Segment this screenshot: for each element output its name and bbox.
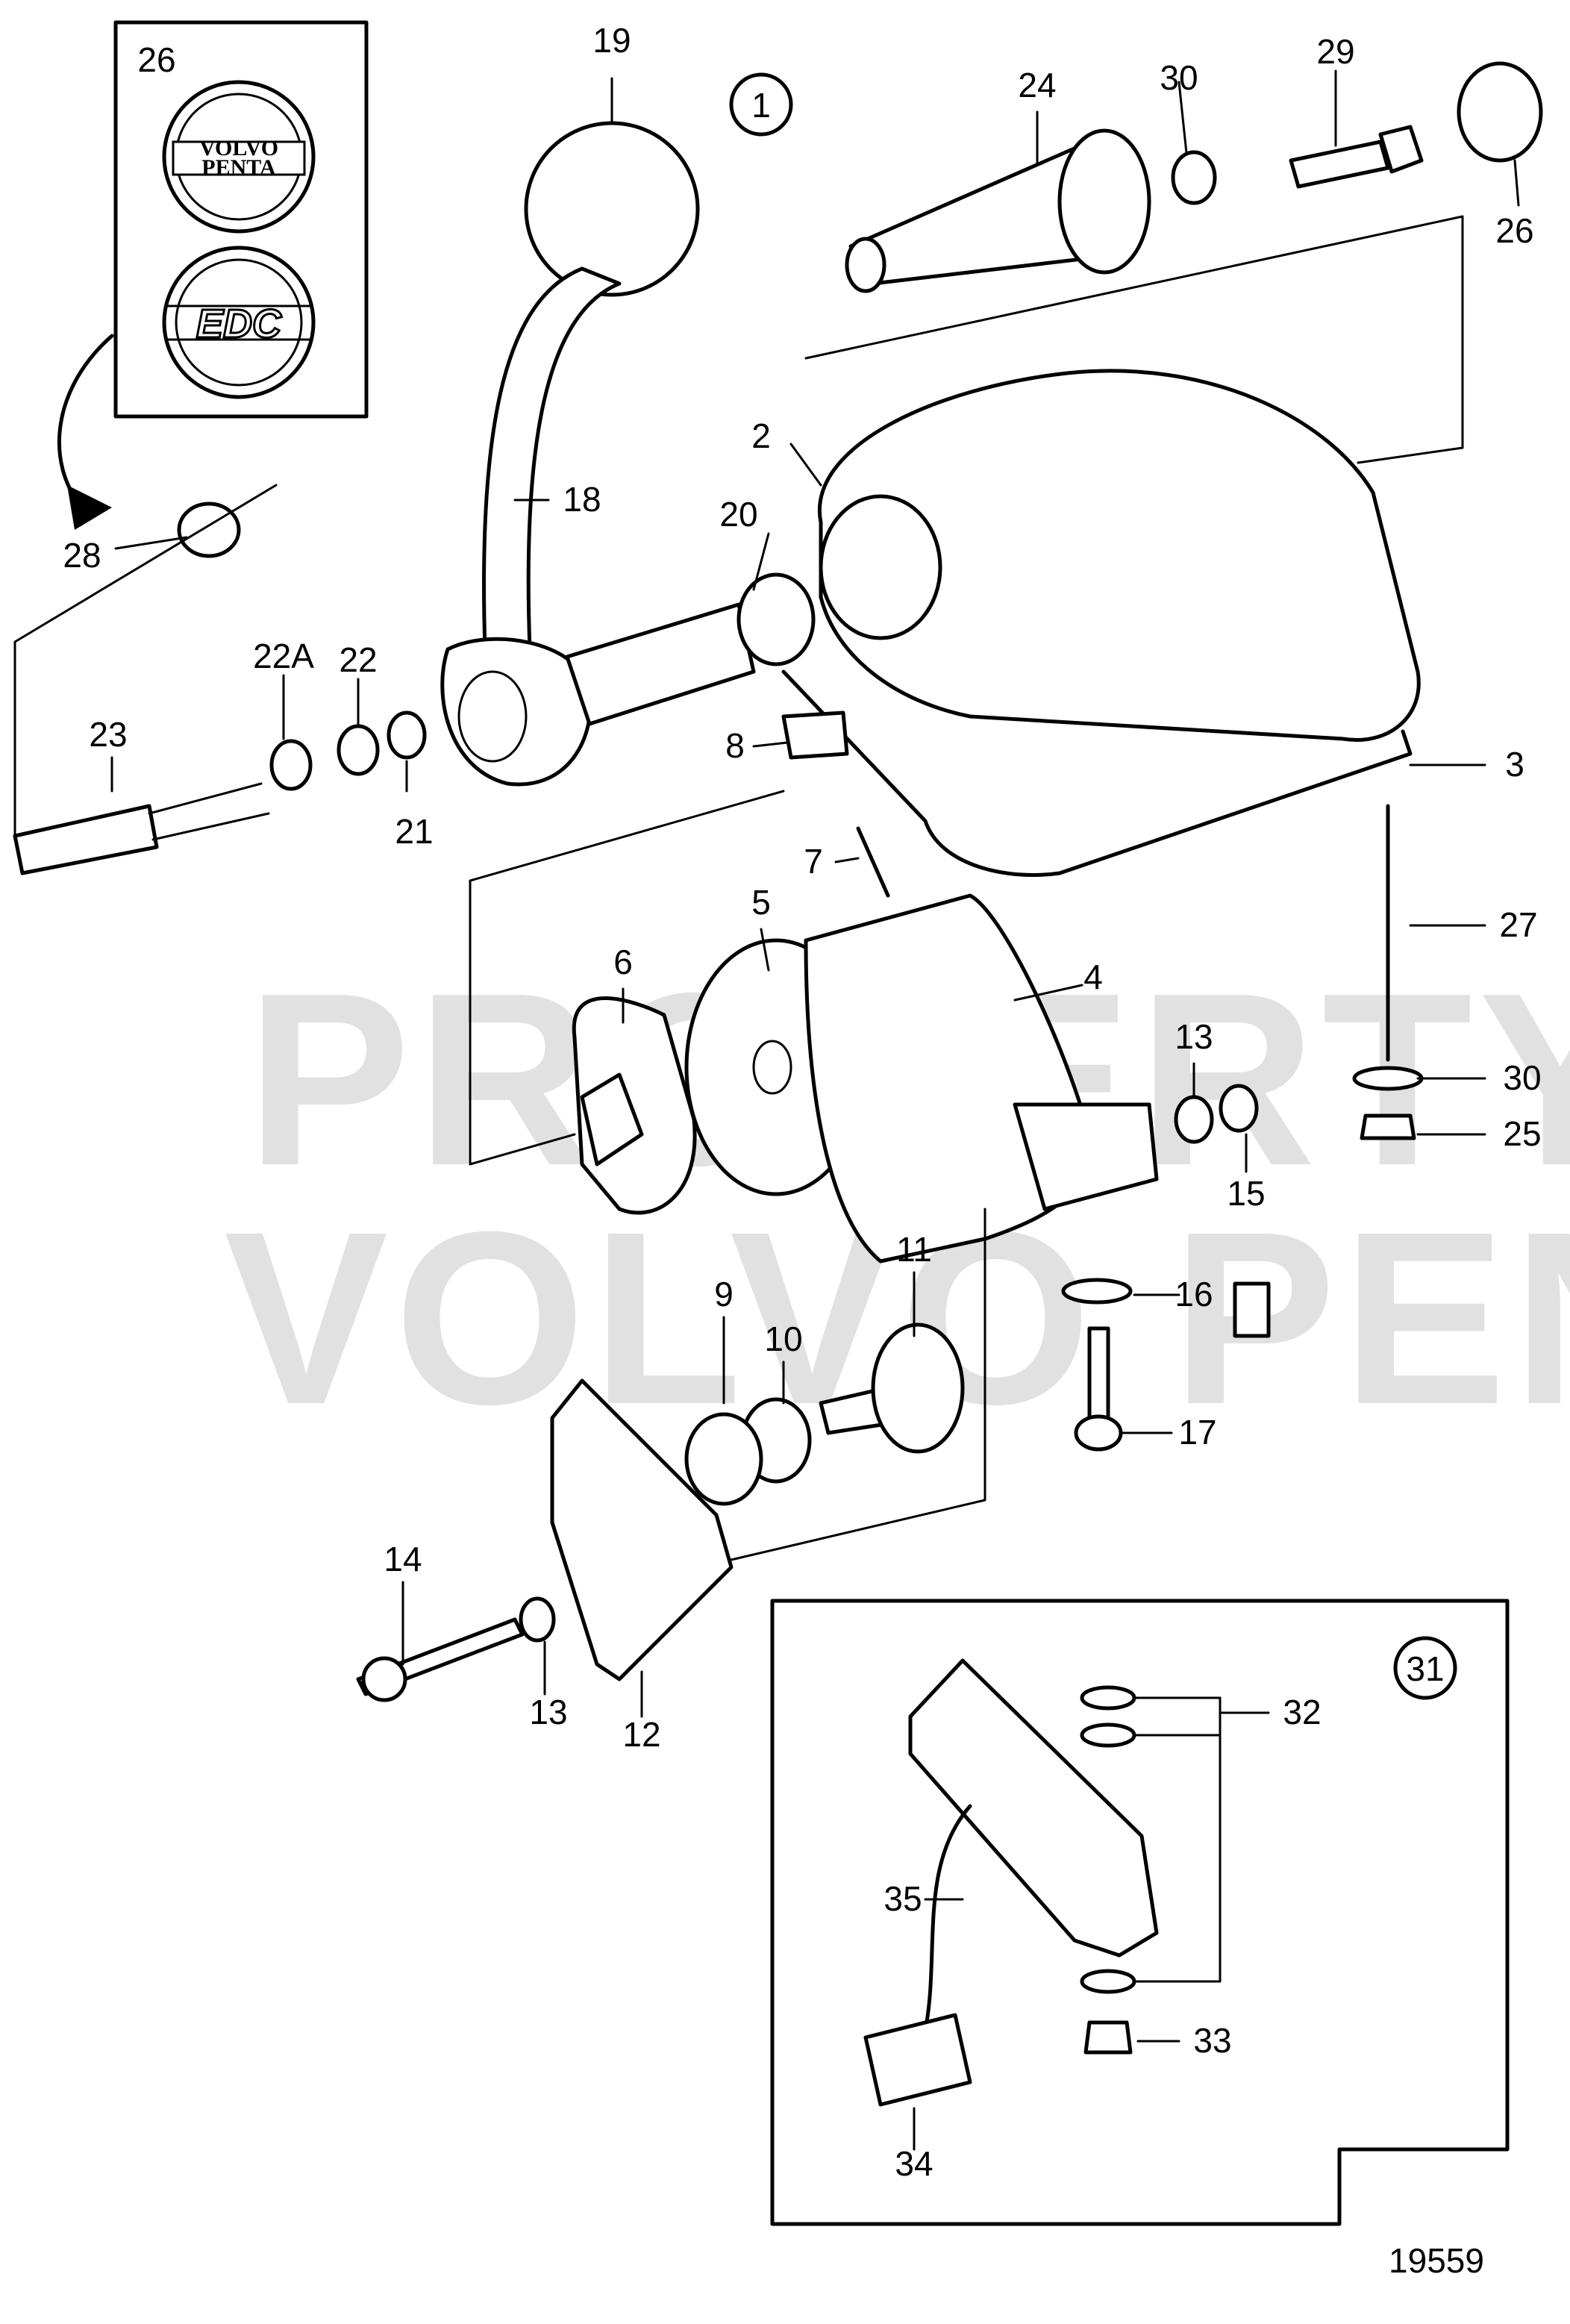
callout-13-lower: 13 <box>529 1693 567 1731</box>
callout-12: 12 <box>622 1715 660 1754</box>
leader-lines <box>13 69 1520 1718</box>
callout-23: 23 <box>89 715 127 754</box>
callout-3: 3 <box>1505 745 1524 784</box>
part-washer-22 <box>337 724 380 776</box>
callout-10: 10 <box>764 1319 802 1358</box>
part-washer-32a <box>1080 1685 1136 1711</box>
badge-volvo-text: VOLVO <box>199 136 278 160</box>
callout-13-right: 13 <box>1175 1017 1213 1056</box>
part-seal-9 <box>684 1412 763 1506</box>
callout-15: 15 <box>1227 1174 1265 1213</box>
part-connector-34 <box>863 2013 972 2107</box>
part-bushing-20 <box>736 572 816 666</box>
callout-26-inset: 26 <box>137 40 175 79</box>
part-nut-33 <box>1083 2020 1133 2055</box>
callout-34: 34 <box>895 2144 933 2183</box>
callout-22: 22 <box>339 640 377 679</box>
callout-1: 1 <box>751 86 771 125</box>
badge-inset-frame <box>113 20 369 419</box>
callout-21: 21 <box>395 812 433 851</box>
badge-inset: VOLVO PENTA EDC <box>57 20 369 530</box>
part-washer-32c <box>1080 1969 1136 1994</box>
callout-17: 17 <box>1178 1413 1216 1452</box>
callout-4: 4 <box>1083 958 1103 996</box>
callout-18: 18 <box>563 480 601 519</box>
inset-31-circle <box>1393 1636 1457 1700</box>
callout-19: 19 <box>592 21 631 60</box>
part-washer-13-right <box>1174 1095 1214 1144</box>
part-nut-25 <box>1360 1113 1416 1140</box>
part-washer-30-lower <box>1352 1066 1424 1091</box>
callout-30-lower: 30 <box>1503 1058 1541 1097</box>
part-pin-8 <box>781 710 849 760</box>
callout-2: 2 <box>751 416 771 455</box>
callout-28: 28 <box>63 536 101 575</box>
badge-penta-text: PENTA <box>201 155 276 180</box>
part-washer-13-lower <box>519 1596 556 1643</box>
drawing-number: 19559 <box>1389 2241 1484 2280</box>
part-bushing-15 <box>1219 1084 1259 1133</box>
callout-33: 33 <box>1193 2021 1231 2060</box>
inset-31-frame <box>770 1599 1510 2226</box>
part-washer-21 <box>387 710 427 760</box>
part-shaft <box>565 602 756 726</box>
callout-5: 5 <box>751 883 771 922</box>
part-washer-30-top <box>1171 150 1217 205</box>
part-sensor-plate-31 <box>908 1658 1159 1958</box>
inset-31 <box>770 1599 1510 2226</box>
callout-32: 32 <box>1283 1693 1321 1731</box>
part-spring-7 <box>856 826 890 898</box>
part-cap-26 <box>1457 61 1543 163</box>
part-washer-32b <box>1080 1722 1136 1748</box>
callout-25: 25 <box>1503 1114 1541 1153</box>
badge-edc-text: EDC <box>196 302 282 346</box>
callout-7: 7 <box>804 842 823 881</box>
callout-30-top: 30 <box>1160 58 1198 97</box>
callout-20: 20 <box>719 495 757 534</box>
part-washer-22a <box>269 739 313 791</box>
callout-11: 11 <box>896 1230 932 1269</box>
part-bracket-4 <box>804 893 1093 1263</box>
arrow-head <box>67 485 112 530</box>
callout-31: 31 <box>1406 1649 1444 1688</box>
callout-22a: 22A <box>253 637 314 675</box>
callout-9: 9 <box>714 1275 734 1314</box>
part-gasket-3 <box>781 669 1413 877</box>
part-sensor-12 <box>550 1378 734 1681</box>
part-washer-16 <box>1061 1278 1133 1305</box>
callout-6: 6 <box>613 943 633 981</box>
part-bolt-29 <box>1289 140 1390 189</box>
part-knob-19 <box>524 121 700 297</box>
part-bolt-23 <box>13 804 159 875</box>
callout-27: 27 <box>1499 905 1537 944</box>
part-small-bolt <box>1233 1281 1271 1338</box>
callout-26-cap: 26 <box>1495 211 1533 250</box>
part-lever-18 <box>482 266 622 652</box>
part-slider-block <box>1013 1102 1159 1211</box>
volvo-penta-badge <box>162 80 316 234</box>
callout-24: 24 <box>1018 66 1056 104</box>
part-housing-2 <box>817 369 1421 742</box>
part-screw-17 <box>1087 1326 1110 1420</box>
callout-8: 8 <box>725 726 745 765</box>
edc-badge <box>162 246 316 399</box>
part-wiring-35 <box>923 1804 972 2032</box>
part-gear-11 <box>871 1322 965 1454</box>
callout-circle-1 <box>729 72 793 137</box>
callout-16: 16 <box>1175 1275 1213 1314</box>
callout-labels: 1 2 3 4 5 6 7 8 9 10 11 12 13 13 14 15 1… <box>63 21 1541 2280</box>
callout-29: 29 <box>1316 32 1354 71</box>
callout-14: 14 <box>384 1540 422 1578</box>
pointer-arrow <box>57 334 114 510</box>
callout-35: 35 <box>883 1879 922 1918</box>
